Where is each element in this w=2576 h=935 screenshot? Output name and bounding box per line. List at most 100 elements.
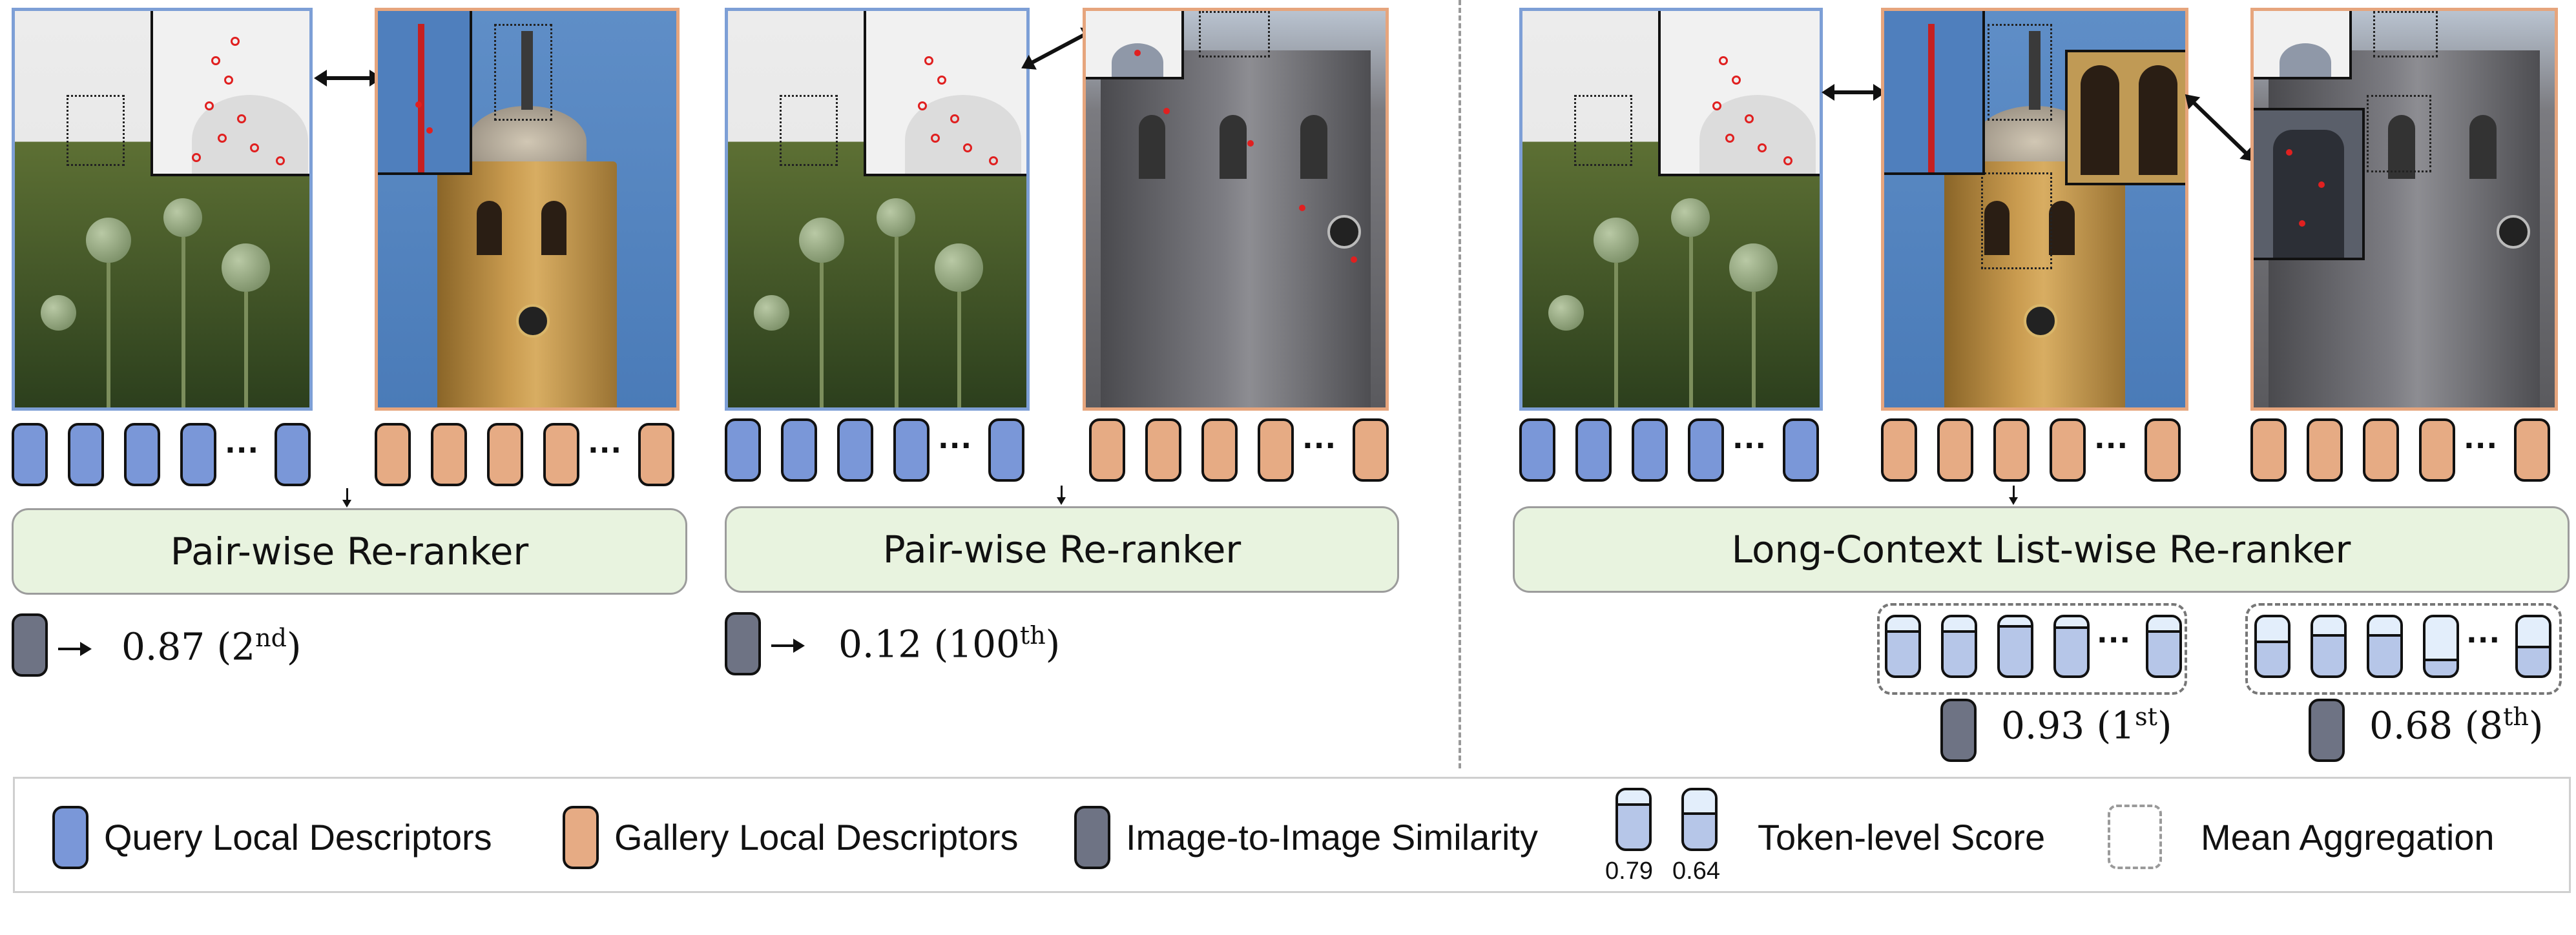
- keypoint: [1745, 114, 1754, 123]
- score-close: ): [2528, 703, 2544, 748]
- query-zoom-inset: [1658, 11, 1820, 176]
- legend-similarity-swatch: [1074, 806, 1110, 869]
- gallery-token: [1089, 418, 1125, 482]
- plant-stem: [107, 263, 110, 407]
- token-score: [2515, 615, 2551, 678]
- tower-window: [2273, 130, 2344, 258]
- tower-window: [2139, 65, 2177, 175]
- token-score: [2254, 615, 2290, 678]
- tower-spire: [521, 30, 534, 110]
- query-image: [12, 8, 313, 411]
- rank-suffix: st: [2135, 703, 2157, 731]
- gallery-token: [1201, 418, 1238, 482]
- tower-window: [477, 201, 503, 255]
- gallery-region-box: [1199, 11, 1270, 57]
- legend-query-label: Query Local Descriptors: [104, 817, 492, 858]
- query-token: [988, 418, 1024, 482]
- score-close: ): [2157, 703, 2172, 748]
- query-zoom-inset: [864, 11, 1026, 176]
- rank-suffix: nd: [255, 624, 287, 652]
- plant-bud: [1548, 295, 1584, 331]
- query-region-box: [780, 95, 838, 166]
- gallery-token: [1881, 418, 1917, 482]
- legend-gallery-swatch: [563, 806, 599, 869]
- ellipsis: ···: [588, 434, 623, 467]
- keypoint: [918, 101, 927, 110]
- gallery-image-positive: [1881, 8, 2188, 411]
- gallery-image-positive: [375, 8, 680, 411]
- match-double-arrow: [314, 70, 382, 87]
- score-value: 0.12 (100: [838, 622, 1020, 666]
- plant-stem: [182, 237, 185, 407]
- legend-mean-agg-label: Mean Aggregation: [2201, 817, 2495, 858]
- section-divider: [1459, 0, 1461, 768]
- keypoint: [1712, 101, 1721, 110]
- query-token: [1688, 418, 1724, 482]
- tower-window: [1300, 114, 1327, 180]
- ellipsis: ···: [2466, 624, 2501, 657]
- ellipsis: ···: [2464, 429, 2498, 462]
- gallery-token: [2514, 418, 2550, 482]
- query-token: [1783, 418, 1819, 482]
- score-value: 0.93 (1: [2001, 703, 2135, 748]
- plant-bud: [163, 198, 202, 237]
- tower-window: [1138, 114, 1166, 180]
- keypoint: [2286, 149, 2292, 156]
- keypoint: [937, 76, 946, 85]
- match-diagonal-arrow: [1017, 21, 1100, 76]
- tower-window: [2081, 65, 2119, 175]
- gallery-token: [1145, 418, 1181, 482]
- gallery-token: [2050, 418, 2086, 482]
- gallery-token: [2145, 418, 2181, 482]
- gallery-window-inset: [2254, 108, 2365, 260]
- gallery-region-box: [2373, 11, 2438, 57]
- gallery-zoom-inset: [1884, 11, 1985, 175]
- keypoint: [924, 56, 933, 65]
- keypoint: [1247, 140, 1254, 147]
- gallery-token: [2307, 418, 2343, 482]
- plant-bud: [1729, 243, 1778, 292]
- gallery-token: [1993, 418, 2030, 482]
- keypoint: [1299, 205, 1305, 211]
- ellipsis: ···: [1732, 429, 1767, 462]
- gallery-token: [1258, 418, 1294, 482]
- keypoint: [231, 37, 240, 46]
- gallery-window-inset: [2065, 50, 2185, 185]
- gallery-token: [431, 423, 467, 486]
- plant-bud: [935, 243, 983, 292]
- plant-stem: [820, 263, 824, 407]
- keypoint: [211, 56, 220, 65]
- keypoint: [237, 114, 246, 123]
- gallery-image-hard-negative: [2250, 8, 2558, 411]
- keypoint: [1351, 256, 1357, 263]
- tower-window: [2387, 114, 2415, 180]
- gallery-token: [375, 423, 411, 486]
- plant-stem: [1752, 292, 1756, 407]
- keypoint: [1134, 50, 1141, 56]
- legend-token-score-swatch: [1681, 788, 1718, 851]
- score-close: ): [1045, 622, 1061, 666]
- mean-aggregation-group: [1877, 603, 2187, 695]
- output-arrow: [58, 642, 92, 656]
- ellipsis: ···: [938, 429, 973, 462]
- tower-window: [2469, 114, 2497, 180]
- score-value: 0.68 (8: [2369, 703, 2504, 748]
- query-token: [275, 423, 311, 486]
- query-image: [1519, 8, 1823, 411]
- legend-mean-agg-swatch: [2108, 805, 2162, 869]
- flow-arrow: [1057, 486, 1066, 505]
- match-double-arrow: [1822, 84, 1886, 101]
- clock-face: [1327, 214, 1361, 249]
- token-score: [1885, 615, 1921, 678]
- dome-shape: [2280, 43, 2331, 77]
- query-token: [1575, 418, 1612, 482]
- keypoint: [426, 127, 433, 134]
- similarity-token: [725, 612, 761, 675]
- tower-body: [437, 161, 617, 407]
- plant-stem: [895, 237, 898, 407]
- flow-arrow: [2009, 486, 2018, 505]
- mean-aggregation-group: [2245, 603, 2562, 695]
- plant-bud: [1594, 218, 1639, 263]
- similarity-token: [1940, 699, 1977, 762]
- query-token: [12, 423, 48, 486]
